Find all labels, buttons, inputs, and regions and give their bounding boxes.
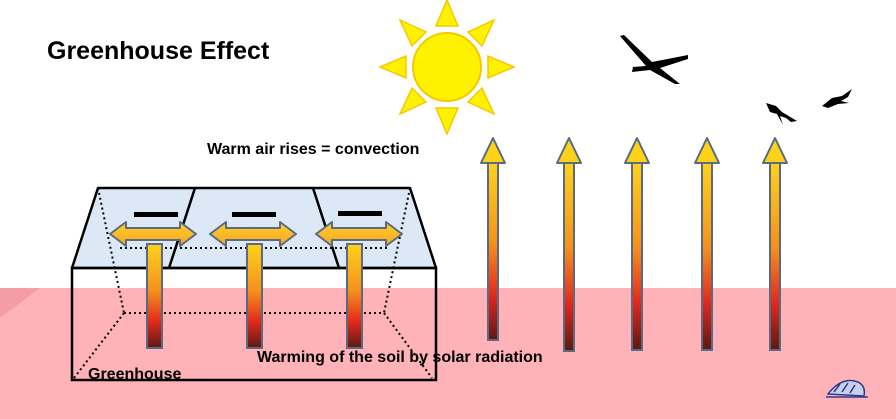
glider-icon	[620, 35, 688, 84]
bird-icon	[822, 89, 852, 108]
logo-icon	[826, 379, 868, 398]
convection-label: Warm air rises = convection	[207, 141, 420, 158]
up-arrow-icon	[480, 137, 506, 341]
minus-sign-icon	[232, 212, 276, 217]
greenhouse-label: Greenhouse	[88, 366, 182, 383]
up-arrow-icon	[624, 137, 650, 351]
t-arrow-icon	[209, 221, 297, 349]
soil-shadow	[0, 288, 40, 318]
up-arrow-icon	[694, 137, 720, 351]
t-arrow-icon	[109, 221, 197, 349]
minus-sign-icon	[338, 211, 382, 216]
minus-sign-icon	[134, 212, 178, 217]
soil-ground	[0, 288, 896, 419]
bird-icon	[766, 103, 797, 125]
sun-icon	[378, 0, 516, 136]
t-arrow-icon	[315, 221, 403, 349]
page-title: Greenhouse Effect	[47, 37, 270, 65]
up-arrow-icon	[556, 137, 582, 352]
up-arrow-icon	[762, 137, 788, 351]
soil-warming-label: Warming of the soil by solar radiation	[257, 349, 543, 366]
